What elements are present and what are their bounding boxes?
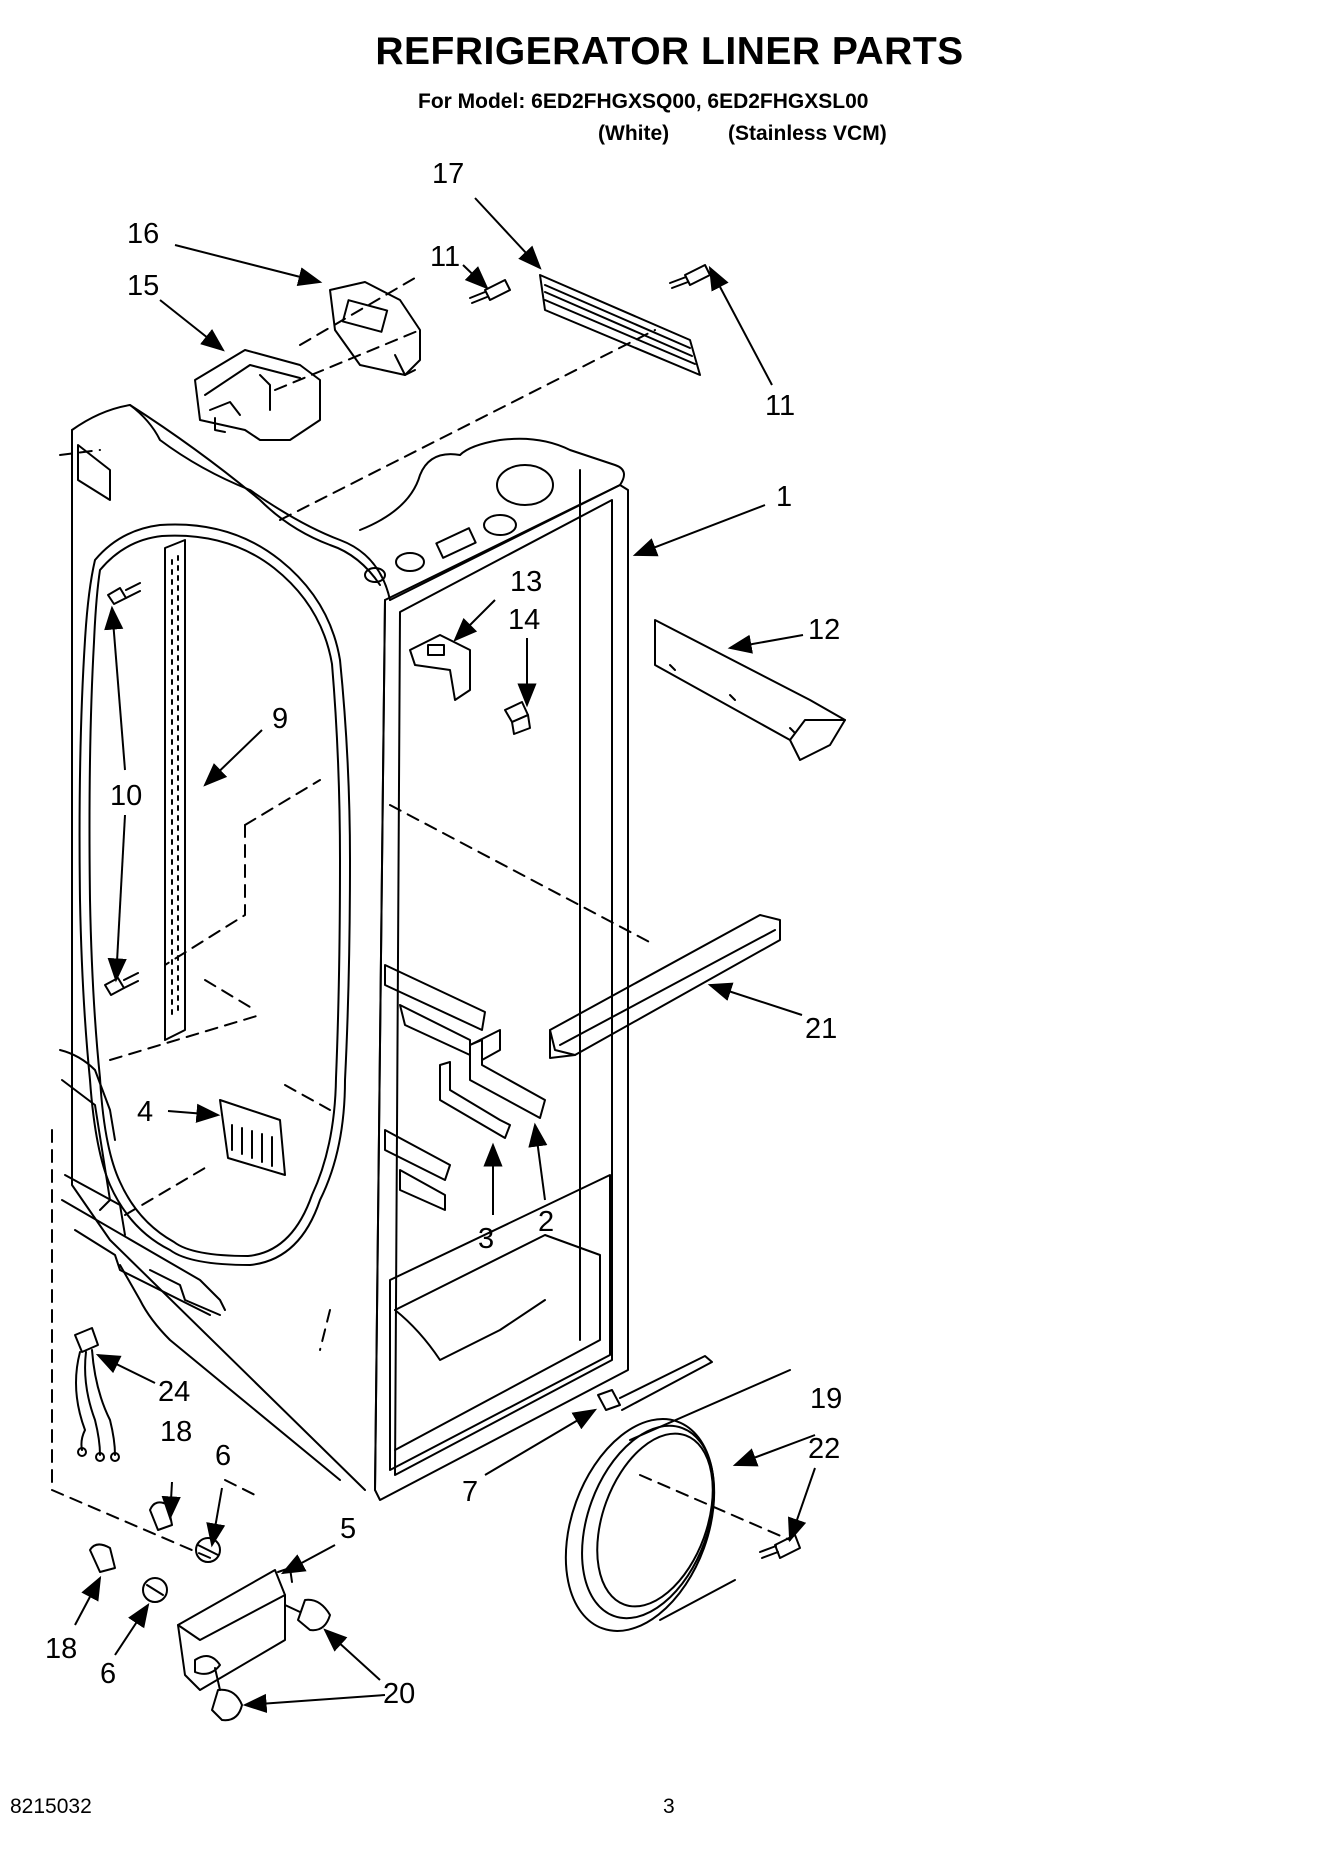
variant-stainless-label: (Stainless VCM) (728, 122, 887, 145)
screw-part-14 (504, 701, 531, 735)
callout-11-right: 11 (765, 390, 796, 422)
arrow-10-down (107, 814, 127, 983)
arrow-21 (707, 982, 803, 1016)
callout-4: 4 (137, 1096, 154, 1128)
arrow-20-lower (242, 1693, 386, 1714)
arrow-22 (788, 1467, 816, 1543)
arrow-13 (453, 599, 496, 642)
wire-harness-loop (78, 523, 351, 1266)
trim-strip-part-17 (539, 274, 701, 376)
callout-22: 22 (808, 1433, 841, 1465)
vent-grille-part-4 (219, 1099, 286, 1176)
screw-part-10-upper (107, 582, 141, 605)
callout-9: 9 (272, 703, 289, 735)
callout-20: 20 (383, 1678, 416, 1710)
arrow-9 (203, 729, 263, 787)
callout-10: 10 (110, 780, 143, 812)
arrow-10-up (104, 605, 126, 771)
light-housing-part-15 (194, 349, 321, 441)
callout-arrows (74, 197, 816, 1714)
knob-part-6-lower (142, 1577, 168, 1603)
page-title: REFRIGERATOR LINER PARTS (375, 30, 964, 73)
arrow-24 (95, 1353, 156, 1384)
arrow-1 (632, 504, 766, 557)
callout-18-upper: 18 (160, 1416, 193, 1448)
callout-12: 12 (808, 614, 841, 646)
lower-base-structure (59, 1049, 341, 1481)
callout-24: 24 (158, 1376, 191, 1408)
arrow-20-upper (323, 1628, 381, 1681)
arrow-17 (474, 197, 542, 270)
arrow-12 (727, 634, 804, 654)
arrow-16 (174, 244, 323, 286)
arrow-19 (732, 1434, 816, 1467)
knob-part-6-upper (195, 1537, 221, 1563)
callout-19: 19 (810, 1383, 843, 1415)
wire-harness-part-24 (74, 1327, 120, 1462)
bulb-part-20-lower (211, 1667, 243, 1722)
assembly-leader-lines (51, 274, 791, 1561)
control-housing-part-5 (177, 1567, 293, 1691)
arrow-2 (528, 1122, 548, 1201)
callout-14: 14 (508, 604, 541, 636)
callout-17: 17 (432, 158, 465, 190)
bulb-socket-part-18-lower (89, 1543, 116, 1573)
arrow-11-left (462, 264, 489, 290)
document-code: 8215032 (10, 1795, 92, 1818)
callout-21: 21 (805, 1013, 838, 1045)
bracket-part-13 (409, 634, 471, 701)
callout-18-lower: 18 (45, 1633, 78, 1665)
shelf-ladder-rail (164, 539, 186, 1041)
model-numbers: For Model: 6ED2FHGXSQ00, 6ED2FHGXSL00 (418, 90, 869, 113)
arrow-6-lower (114, 1602, 150, 1656)
callout-16: 16 (127, 218, 160, 250)
water-tubing-part-19 (564, 1369, 791, 1632)
callout-3: 3 (478, 1223, 495, 1255)
screw-part-22 (759, 1534, 801, 1559)
callout-15: 15 (127, 270, 160, 302)
arrow-7 (484, 1408, 598, 1476)
light-bracket-part-16 (329, 281, 421, 376)
variant-white-label: (White) (598, 122, 670, 145)
screw-part-10-lower (104, 972, 139, 996)
screw-part-11-left (469, 279, 511, 304)
trim-part-12 (654, 619, 846, 761)
bulb-part-20-upper (284, 1598, 331, 1632)
cover-part-21 (549, 914, 781, 1059)
arrow-18-upper (161, 1481, 181, 1521)
page-number: 3 (663, 1795, 675, 1818)
arrow-4 (167, 1103, 221, 1123)
callout-13: 13 (510, 566, 543, 598)
shelf-brackets (384, 964, 546, 1211)
arrow-11-right (708, 265, 773, 386)
callout-1: 1 (776, 481, 793, 513)
callout-6-upper: 6 (215, 1440, 232, 1472)
callout-11-left: 11 (430, 241, 461, 273)
callout-5: 5 (340, 1513, 357, 1545)
callout-7: 7 (462, 1476, 479, 1508)
arrow-5 (280, 1544, 336, 1575)
cable-tie-part-7 (597, 1355, 713, 1411)
callout-2: 2 (538, 1206, 555, 1238)
arrow-18-lower (74, 1575, 102, 1626)
arrow-15 (159, 299, 225, 352)
callout-6-lower: 6 (100, 1658, 117, 1690)
arrow-6-upper (206, 1487, 226, 1548)
screw-part-11-right (669, 264, 711, 289)
liner-body (71, 404, 629, 1501)
bulb-socket-part-18-upper (149, 1501, 173, 1531)
